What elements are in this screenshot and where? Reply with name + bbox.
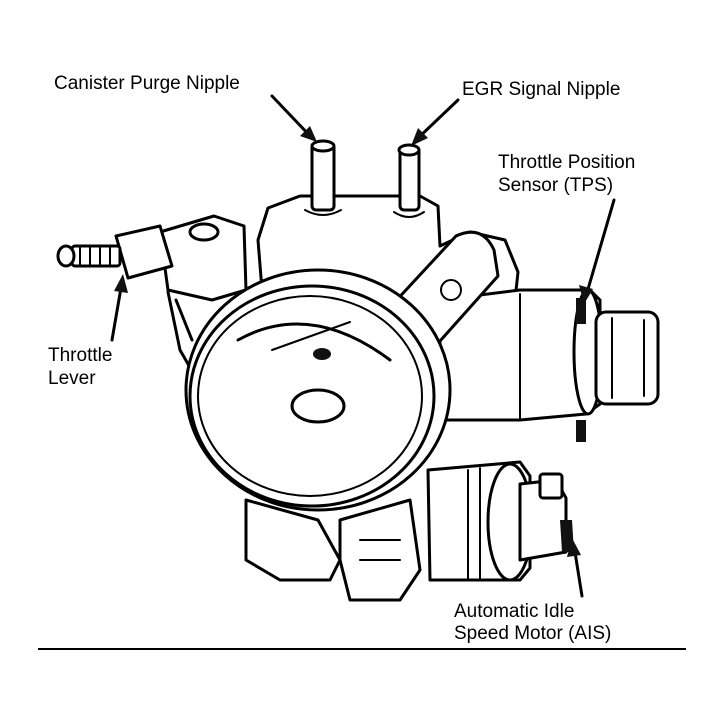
canister-purge-nipple-label: Canister Purge Nipple <box>54 73 240 94</box>
tps-leader <box>584 198 616 298</box>
tps-label-line1: Throttle Position <box>498 152 636 173</box>
throttle-lever-label-line1: Throttle <box>48 345 113 366</box>
canister-purge-nipple <box>304 139 342 216</box>
bottom-rule <box>38 648 686 650</box>
egr-signal-nipple-label: EGR Signal Nipple <box>462 79 621 100</box>
throttle-lever-label-line2: Lever <box>48 368 96 389</box>
leader-arrows <box>110 94 616 598</box>
egr-signal-nipple <box>393 143 425 218</box>
ais-motor <box>426 298 586 582</box>
lower-body <box>244 498 422 602</box>
ais-label-line1: Automatic Idle <box>454 601 575 622</box>
throttle-lever-assembly <box>56 214 248 380</box>
tps-housing <box>438 288 660 422</box>
throttle-bore <box>184 268 452 512</box>
tps-label-line2: Sensor (TPS) <box>498 175 614 196</box>
ais-label-line2: Speed Motor (AIS) <box>454 623 612 644</box>
